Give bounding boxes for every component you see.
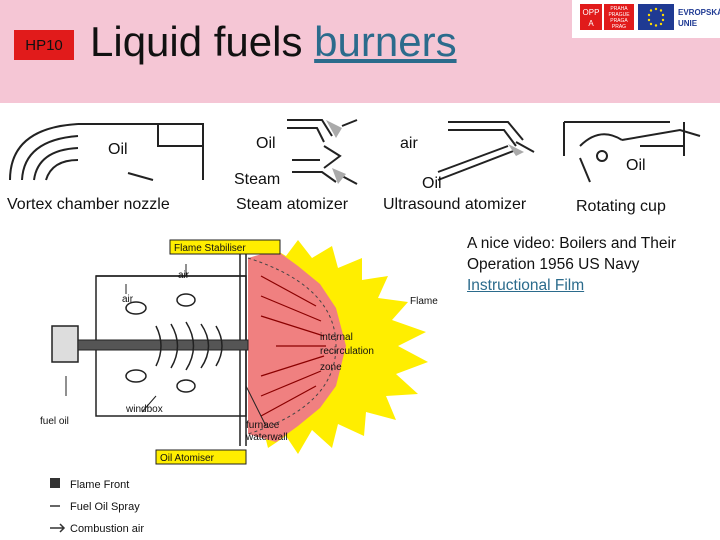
steam-atomizer-sketch: Oil Steam xyxy=(234,119,358,188)
header-banner: HP10 Liquid fuels burners OPP A PRAHA PR… xyxy=(0,0,720,103)
flame-front-swatch xyxy=(50,478,60,488)
ultrasound-atomizer-sketch: air Oil xyxy=(400,121,535,188)
zone-label: zone xyxy=(320,362,342,373)
logo-praga: PRAGA xyxy=(610,18,628,24)
ultrasound-oil-label: Oil xyxy=(422,175,442,188)
slide-badge: HP10 xyxy=(14,30,74,60)
flame-stabiliser-label: Flame Stabiliser xyxy=(174,243,246,254)
logo-opp: OPP xyxy=(583,8,600,17)
furnace-label: furnace xyxy=(246,420,280,431)
windbox-label: windbox xyxy=(125,404,163,415)
oil-atomiser-box xyxy=(155,449,247,465)
ultrasound-caption: Ultrasound atomizer xyxy=(383,196,527,213)
video-description: A nice video: Boilers and Their Operatio… xyxy=(467,235,677,273)
fuel-oil-label: fuel oil xyxy=(40,416,69,427)
legend-flame-front: Flame Front xyxy=(70,479,129,491)
logo-prag: PRAG xyxy=(612,24,626,30)
waterwall-label: waterwall xyxy=(245,432,288,443)
logo-evropska: EVROPSKÁ xyxy=(678,8,720,17)
logo-unie: UNIE xyxy=(678,19,698,28)
ultrasound-air-label: air xyxy=(400,135,418,152)
rotating-cup-caption: Rotating cup xyxy=(576,198,666,215)
internal-label: internal xyxy=(320,332,353,343)
logo-prague: PRAGUE xyxy=(608,12,630,18)
burner-diagram: Flame Stabiliser air air Flame internal … xyxy=(40,239,438,465)
recirculation-label: recirculation xyxy=(320,346,374,357)
air-top-label: air xyxy=(178,270,190,281)
logo-a: A xyxy=(588,19,594,28)
title-main: Liquid fuels xyxy=(90,18,303,65)
cup-oil-label: Oil xyxy=(626,157,646,174)
combustion-air-arrow-icon xyxy=(50,523,66,533)
eu-logo: OPP A PRAHA PRAGUE PRAGA PRAG EVROPSKÁ U… xyxy=(572,0,720,38)
vortex-oil-label: Oil xyxy=(108,141,128,158)
logo-praha: PRAHA xyxy=(610,6,628,12)
legend-fuel-spray: Fuel Oil Spray xyxy=(70,501,140,513)
video-note: A nice video: Boilers and Their Operatio… xyxy=(467,233,717,296)
steam-oil-label: Oil xyxy=(256,135,276,152)
diagram-legend: Flame Front Fuel Oil Spray Combustion ai… xyxy=(50,478,144,535)
steam-steam-label: Steam xyxy=(234,171,280,188)
air-left-label: air xyxy=(122,294,134,305)
vortex-caption: Vortex chamber nozzle xyxy=(7,196,170,213)
flame-stabiliser-box xyxy=(169,239,281,255)
rotating-cup-sketch: Oil xyxy=(563,121,701,183)
legend-combustion-air: Combustion air xyxy=(70,523,144,535)
oil-atomiser-label: Oil Atomiser xyxy=(160,453,215,464)
slide-title: Liquid fuels burners xyxy=(90,18,457,66)
flame-label: Flame xyxy=(410,296,438,307)
video-link[interactable]: Instructional Film xyxy=(467,277,585,294)
steam-caption: Steam atomizer xyxy=(236,196,349,213)
title-highlight: burners xyxy=(314,18,457,65)
vortex-chamber-sketch: Oil xyxy=(9,123,204,181)
